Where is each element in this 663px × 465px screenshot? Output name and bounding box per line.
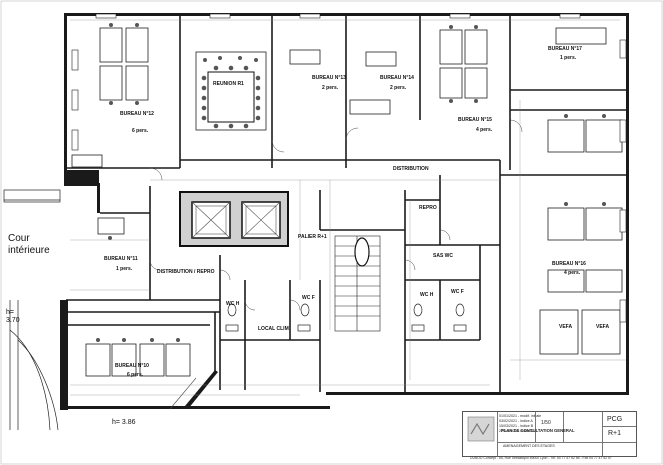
label-vefa-left: VEFA (559, 325, 572, 330)
height-left-value: 3.70 (6, 317, 20, 324)
room-capacity: 4 pers. (476, 127, 493, 133)
chairs (96, 23, 606, 342)
label-distribution: DISTRIBUTION (393, 167, 429, 172)
room-capacity: 6 pers. (132, 128, 149, 134)
title-block-code: PCG (607, 416, 623, 423)
room-name: BUREAU N°15 (458, 117, 492, 123)
elevator-block (179, 191, 289, 247)
diagonal-wall (169, 370, 218, 410)
room-name: BUREAU N°12 (120, 111, 154, 117)
room-name: BUREAU N°14 (380, 75, 414, 81)
height-bottom-value: h= 3.86 (112, 419, 136, 426)
room-name: PALIER R+1 (298, 234, 327, 240)
courtyard-label-line1: Cour (8, 233, 30, 244)
label-bureau-17: BUREAU N°17 1 pers. (548, 47, 582, 61)
label-bureau-11: BUREAU N°11 1 pers. (104, 257, 138, 272)
interior-walls (66, 16, 626, 392)
height-label-bottom: h= 3.86 (112, 419, 136, 426)
label-vefa-right: VEFA (596, 325, 609, 330)
room-name: WC F (451, 289, 464, 295)
title-block-subtitle: AMENAGEMENT DES ETAGES (503, 444, 555, 448)
label-distribution-repro: DISTRIBUTION / REPRO (157, 270, 215, 275)
room-name: WC H (226, 301, 240, 307)
label-sas-wc: SAS WC (433, 254, 453, 259)
courtyard-features (3, 189, 61, 431)
room-capacity: 1 pers. (560, 55, 577, 61)
door-swings (149, 119, 523, 311)
construction-lines (70, 19, 626, 396)
room-name: WC F (302, 295, 315, 301)
room-name: DISTRIBUTION (393, 166, 429, 172)
windows (71, 13, 627, 323)
label-local-clim: LOCAL CLIM (258, 327, 289, 332)
room-name: DISTRIBUTION / REPRO (157, 269, 215, 275)
label-wc-h-left: WC H (226, 302, 239, 307)
room-name: SAS WC (433, 253, 453, 259)
room-name: REUNION R1 (213, 81, 244, 87)
label-bureau-16: BUREAU N°16 4 pers. (552, 262, 586, 276)
desks (71, 27, 623, 377)
outer-walls (60, 13, 629, 410)
room-capacity: 6 pers. (127, 372, 144, 378)
room-capacity: 2 pers. (322, 85, 339, 91)
room-name: VEFA (596, 324, 610, 330)
room-name: BUREAU N°16 (552, 261, 586, 267)
title-block-logo (467, 416, 495, 442)
room-capacity: 2 pers. (390, 85, 407, 91)
room-name: LOCAL CLIM (258, 326, 289, 332)
label-wc-f-right: WC F (451, 290, 464, 295)
room-capacity: 1 pers. (116, 266, 133, 272)
label-bureau-14: BUREAU N°14 2 pers. (380, 76, 414, 91)
staircase (334, 235, 381, 332)
title-block-footer: DUNOD Concept - 65, Rue Sebastopol 69000… (470, 456, 612, 460)
room-name: WC H (420, 292, 434, 298)
wc-fixtures (225, 303, 467, 332)
courtyard-label: Cour intérieure (8, 234, 50, 256)
title-block-level: R+1 (608, 430, 622, 437)
room-name: BUREAU N°17 (548, 46, 582, 52)
title-block-title: PLAN DE CONSULTATION GENERAL (501, 428, 575, 433)
label-reunion: REUNION R1 (213, 82, 244, 87)
height-left-prefix: h= (6, 309, 14, 316)
room-capacity: 4 pers. (564, 270, 581, 276)
height-label-left: h= 3.70 (6, 309, 20, 324)
label-bureau-13: BUREAU N°13 2 pers. (312, 76, 346, 91)
label-bureau-15: BUREAU N°15 4 pers. (458, 118, 492, 133)
title-block-scale: 1/50 (541, 420, 551, 426)
room-name: REPRO (419, 205, 437, 211)
meeting-table (195, 51, 267, 131)
room-name: BUREAU N°10 (115, 363, 149, 369)
courtyard-area (2, 188, 62, 300)
courtyard-label-line2: intérieure (8, 245, 50, 256)
room-name: BUREAU N°13 (312, 75, 346, 81)
title-block: 01/01/2021 - modif. initiale 03/02/2021 … (462, 411, 637, 457)
label-bureau-10: BUREAU N°10 6 pers. (115, 364, 149, 378)
label-repro: REPRO (419, 206, 437, 211)
label-palier: PALIER R+1 (298, 235, 327, 240)
room-name: VEFA (559, 324, 573, 330)
label-bureau-12: BUREAU N°12 6 pers. (120, 112, 154, 134)
room-name: BUREAU N°11 (104, 256, 138, 262)
label-wc-h-right: WC H (420, 293, 433, 298)
label-wc-f-left: WC F (302, 296, 315, 301)
